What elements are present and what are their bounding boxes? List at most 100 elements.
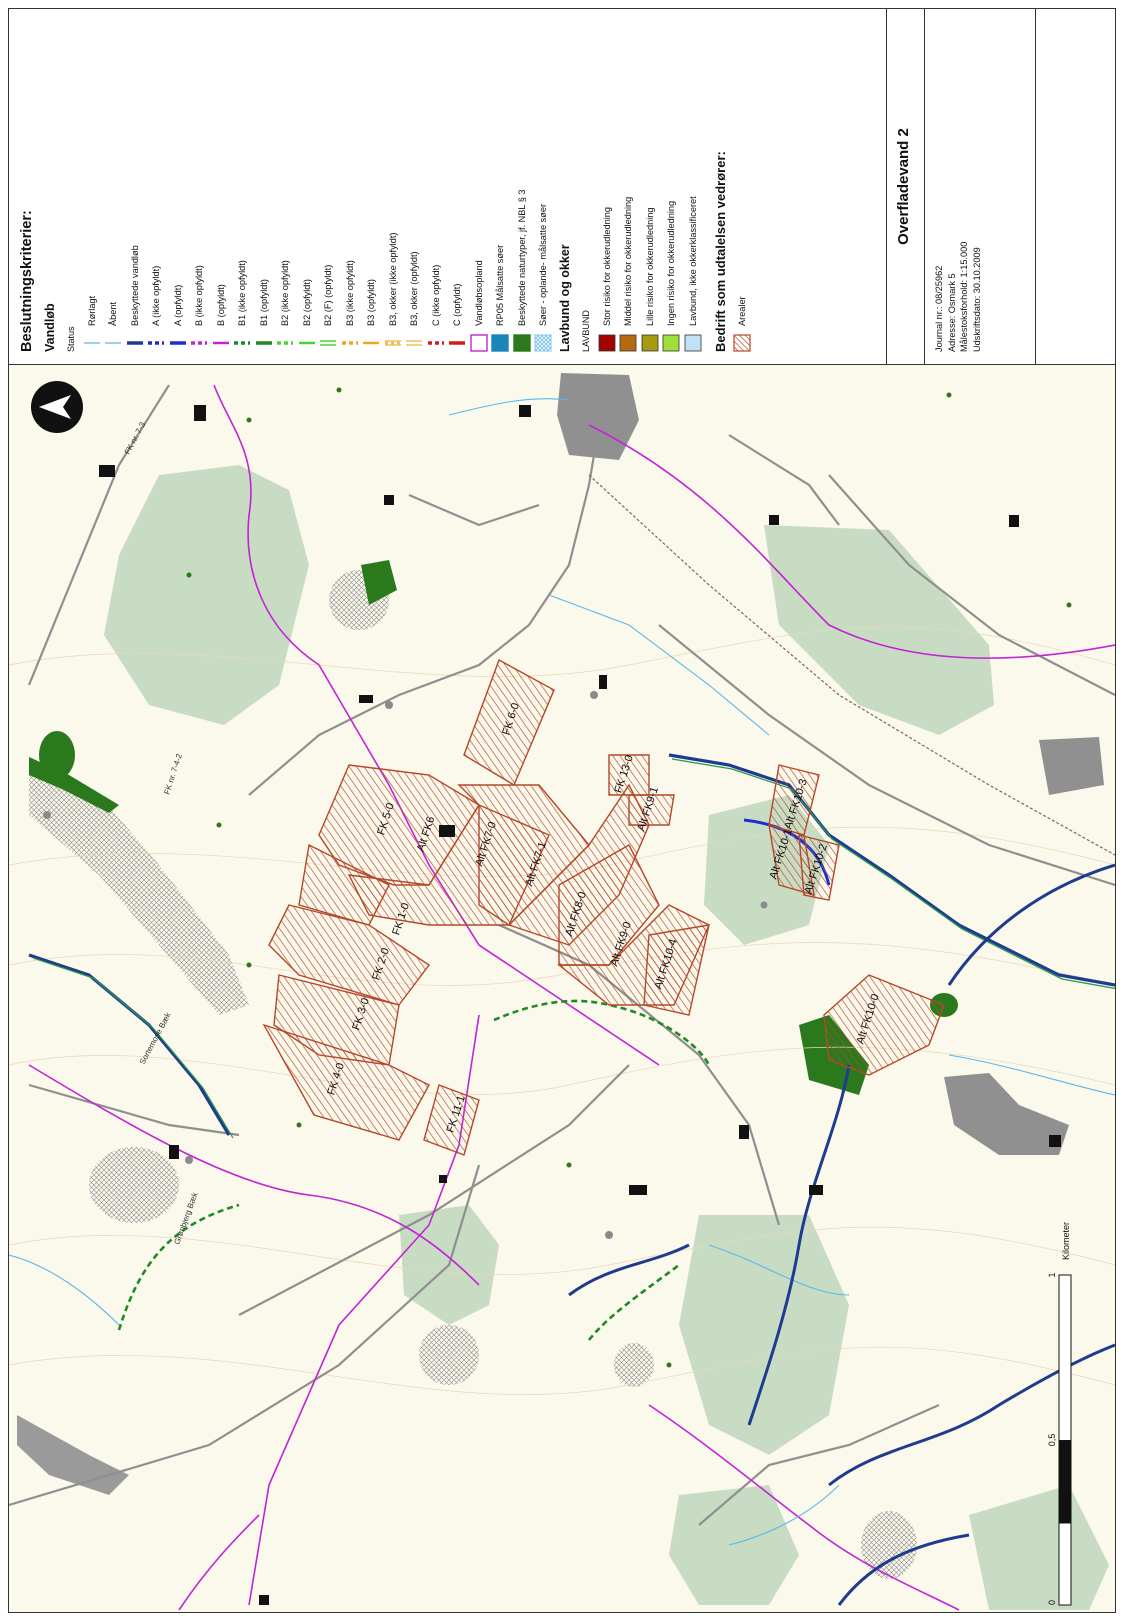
legend-item: B1 (ikke opfyldt) [232,21,254,352]
lavbund-item: Lavbund, ikke okkerklassificeret [682,21,704,352]
legend-item-label: A (opfyldt) [172,284,183,326]
field-hatch-swatch [733,334,751,352]
legend-symbol-icon [83,334,101,352]
streams-thin [9,398,1115,1546]
legend-bedrift-heading: Bedrift som udtalelsen vedrører: [713,151,728,352]
roads [9,384,1115,1526]
legend-item-label: Beskyttede vandløb [129,245,140,326]
legend-item: Rørlagt [81,21,103,352]
lavbund-swatch-icon [619,334,637,352]
lavbund-item-label: Ingen risiko for okkerudledning [666,200,677,326]
legend-item-label: Åbent [108,301,119,326]
legend-item-label: B2 (ikke opfyldt) [280,260,291,326]
scale-unit: Kilometer [1061,1222,1071,1260]
legend-item: A (ikke opfyldt) [146,21,168,352]
legend-symbol-icon [470,334,488,352]
legend-item-label: B3 (opfyldt) [366,279,377,326]
north-arrow-icon [31,381,83,433]
legend-item: B2 (ikke opfyldt) [275,21,297,352]
legend-blank-block [1035,9,1115,364]
legend-symbol-icon [255,334,273,352]
legend-item-label: C (ikke opfyldt) [430,264,441,326]
legend-item-label: A (ikke opfyldt) [151,265,162,326]
road-label: FK nr. 7-3 [123,420,148,456]
legend-item-label: Rørlagt [86,295,97,326]
lavbund-item-label: Middel risiko for okkerudledning [623,196,634,326]
legend-item: Beskyttede naturtyper, jf. NBL § 3 [511,21,533,352]
road-label: FK nr. 7-4-2 [162,752,184,795]
info-journal: Journal nr.: 08/25962 [934,265,944,352]
lavbund-item-label: Stor risiko for okkerudledning [601,207,612,326]
legend-symbol-icon [341,334,359,352]
lavbund-item: Stor risiko for okkerudledning [596,21,618,352]
lavbund-swatch-icon [684,334,702,352]
legend-symbol-icon [534,334,552,352]
legend-list: Beslutningskriterier: Vandløb Status Rør… [9,9,887,364]
legend-item-label: B1 (ikke opfyldt) [237,260,248,326]
railway [588,474,1115,856]
lavbund-swatch-icon [641,334,659,352]
legend-lavbund-label: LAVBUND [581,310,591,352]
legend-symbol-icon [233,334,251,352]
legend-item: B1 (opfyldt) [253,21,275,352]
legend-symbol-icon [362,334,380,352]
lavbund-items: Stor risiko for okkerudledning Middel ris… [596,21,704,352]
legend-item-label: Beskyttede naturtyper, jf. NBL § 3 [516,189,527,326]
lavbund-item: Lille risiko for okkerudledning [639,21,661,352]
legend-item-label: B1 (opfyldt) [258,279,269,326]
legend-item: B2 (opfyldt) [296,21,318,352]
lowland-areas [29,570,917,1579]
legend-symbol-icon [448,334,466,352]
legend-symbol-icon [126,334,144,352]
b1-dashed-streams [117,999,711,1341]
scale-tick-0: 0 [1047,1600,1057,1605]
legend-title-block: Overfladevand 2 [887,9,925,364]
legend-item: B3 (opfyldt) [361,21,383,352]
legend-rotated: Beslutningskriterier: Vandløb Status Rør… [9,9,1115,364]
legend-item-label: B (opfyldt) [215,284,226,326]
legend-item: B3, okker (opfyldt) [404,21,426,352]
field-polygons [262,658,945,1156]
nature-dots [186,387,1072,1368]
info-date: Udskriftsdato: 30.10.2009 [971,247,982,352]
legend-symbol-icon [491,334,509,352]
legend-item: B3 (ikke opfyldt) [339,21,361,352]
legend-item: Søer - oplande- målsatte søer [533,21,555,352]
legend-group-vandlob: Vandløb [43,303,57,352]
legend-symbol-icon [276,334,294,352]
legend-items: Rørlagt Åbent Beskyttede vandløb A (ikke op… [81,21,554,352]
legend-item-label: B (ikke opfyldt) [194,265,205,326]
info-address: Adresse: Osmark 5 [946,273,957,352]
legend-item: A (opfyldt) [167,21,189,352]
protected-streams [28,753,1115,1606]
legend-item-label: B2 (F) (opfyldt) [323,264,334,326]
gray-points [43,691,768,1239]
lavbund-swatch-icon [662,334,680,352]
lavbund-swatch-icon [598,334,616,352]
legend-symbol-icon [405,334,423,352]
buildings [99,405,1061,1605]
panel-title: Overfladevand 2 [895,128,912,245]
legend-symbol-icon [384,334,402,352]
legend-symbol-icon [212,334,230,352]
lavbund-item: Ingen risiko for okkerudledning [661,21,683,352]
legend-group-lavbund: Lavbund og okker [558,244,572,352]
legend-item-label: B2 (opfyldt) [301,279,312,326]
scale-tick-half: 0,5 [1047,1434,1057,1447]
legend-status-label: Status [66,326,76,352]
legend-symbol-icon [427,334,445,352]
legend-item-label: B3 (ikke opfyldt) [344,260,355,326]
legend-item: B (opfyldt) [210,21,232,352]
legend-item: B3, okker (ikke opfyldt) [382,21,404,352]
legend-item: C (opfyldt) [447,21,469,352]
legend-item: RP05 Målsatte søer [490,21,512,352]
scale-bar: 0 0,5 1 Kilometer [1047,1222,1072,1606]
lavbund-item-label: Lille risiko for okkerudledning [644,207,655,326]
legend-symbol-icon [104,334,122,352]
legend-item: Åbent [103,21,125,352]
legend-item-label: C (opfyldt) [452,283,463,326]
green-areas [104,465,1109,1610]
legend-item: Vandløbsopland [468,21,490,352]
legend-item: B2 (F) (opfyldt) [318,21,340,352]
